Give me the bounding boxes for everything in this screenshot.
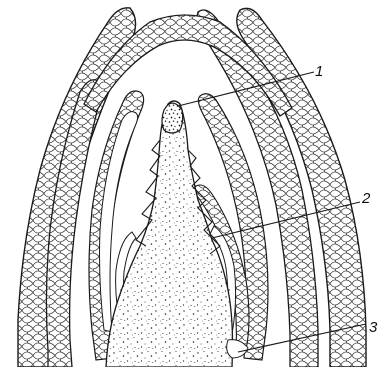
label-2: 2 <box>361 190 371 207</box>
label-3: 3 <box>369 319 378 336</box>
label-1: 1 <box>315 63 323 80</box>
apical-meristem-tip <box>162 103 183 133</box>
